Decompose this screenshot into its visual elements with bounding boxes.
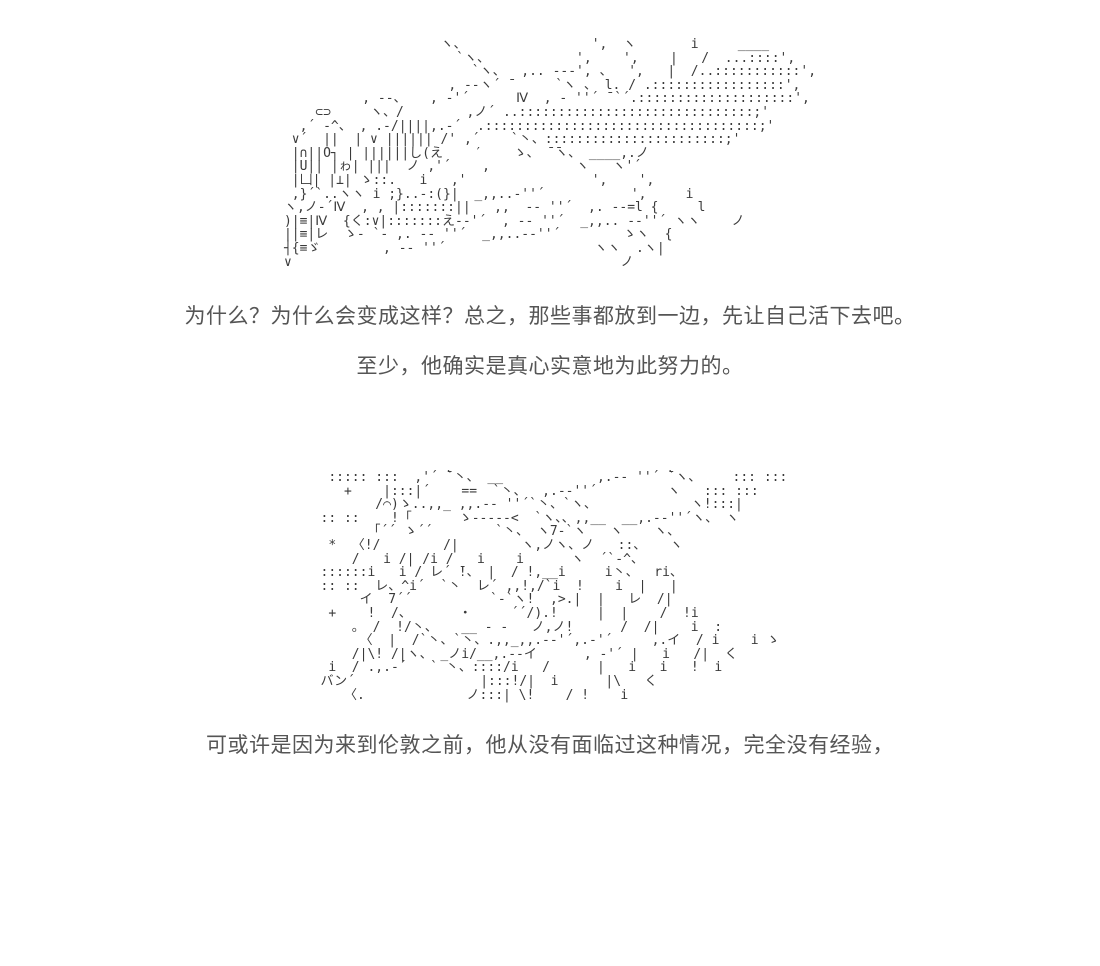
narration-line-2: 至少，他确实是真心实意地为此努力的。: [356, 354, 744, 379]
section-spacer: [0, 391, 1100, 471]
story-page: ヽ、 ', ヽ i ____ `ヽ、 ', ', | / ...::::', `…: [0, 0, 1100, 758]
ascii-art-face-bottom: ::::: ::: ,'´ ̄`丶、 __ ,.-‐ ''´ ̄`ヽ、 ::: …: [320, 470, 788, 703]
ascii-art-figure-top: ヽ、 ', ヽ i ____ `ヽ、 ', ', | / ...::::', `…: [283, 37, 817, 270]
ascii-art-2-wrapper: ::::: ::: ,'´ ̄`丶、 __ ,.-‐ ''´ ̄`ヽ、 ::: …: [0, 471, 1100, 702]
narration-line-3: 可或许是因为来到伦敦之前，他从没有面临过这种情况，完全没有经验，: [206, 733, 894, 758]
ascii-art-1-wrapper: ヽ、 ', ヽ i ____ `ヽ、 ', ', | / ...::::', `…: [0, 0, 1100, 269]
narration-line-1: 为什么？为什么会变成这样？总之，那些事都放到一边，先让自己活下去吧。: [184, 304, 916, 329]
